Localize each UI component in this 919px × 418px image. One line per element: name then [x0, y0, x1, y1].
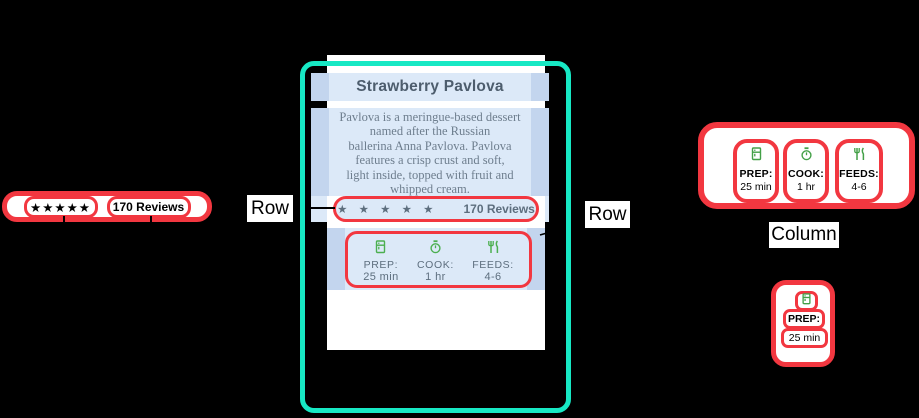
column-label: Column	[771, 224, 837, 245]
description-line: Pavlova is a meringue-based dessert	[339, 110, 521, 124]
timer-icon	[800, 147, 813, 166]
description-line: features a crisp crust and soft,	[355, 153, 505, 168]
info-value: 1 hr	[425, 271, 446, 283]
kitchen-icon	[801, 292, 812, 310]
label-detail-box: PREP:	[783, 309, 825, 329]
row-callout-right: Row	[585, 201, 630, 228]
info-value: 4-6	[851, 181, 867, 193]
reviews-count: 170 Reviews	[463, 202, 535, 216]
kitchen-icon	[750, 147, 763, 166]
card-title-bar: Strawberry Pavlova	[311, 73, 549, 101]
info-value: 4-6	[484, 271, 502, 283]
ratings-row-detail: ★★★★★ 170 Reviews	[2, 191, 212, 222]
description-line: ballerina Anna Pavlova. Pavlova	[348, 138, 512, 153]
value-detail-box: 25 min	[781, 328, 828, 348]
info-row-highlight: PREP: 25 min COOK: 1 hr FEEDS: 4-6	[345, 231, 532, 288]
column-callout: Column	[769, 222, 839, 248]
column-detail-cook: COOK: 1 hr	[783, 139, 829, 203]
info-label: FEEDS:	[839, 167, 879, 180]
info-label: COOK:	[417, 259, 454, 271]
restaurant-icon	[853, 147, 866, 166]
connector-line	[826, 335, 858, 337]
connector-tick	[150, 216, 152, 228]
description-line: light inside, topped with fruit and	[346, 167, 514, 182]
info-value: 1 hr	[796, 181, 816, 193]
info-column-prep: PREP: 25 min	[363, 238, 398, 283]
info-value: 25 min	[740, 181, 772, 193]
reviews-count-detail: 170 Reviews	[106, 195, 191, 218]
connector-line	[823, 316, 858, 318]
card-description: Pavlova is a meringue-based dessert name…	[311, 108, 549, 196]
column-highlight-frame	[300, 61, 571, 413]
info-label: PREP:	[739, 167, 773, 180]
column-item-detail: PREP: 25 min	[771, 280, 835, 367]
info-row-detail: PREP: 25 min COOK: 1 hr FEEDS: 4-6	[698, 122, 915, 209]
restaurant-icon	[487, 240, 500, 259]
connector-tick	[63, 216, 65, 228]
row-callout-left: Row	[247, 195, 293, 222]
info-column-feeds: FEEDS: 4-6	[472, 238, 514, 283]
info-label: FEEDS:	[472, 259, 514, 271]
description-line: whipped cream.	[390, 182, 470, 197]
info-value: 25 min	[363, 271, 399, 283]
kitchen-icon	[374, 240, 387, 259]
row-label: Row	[250, 197, 289, 219]
connector-line	[816, 297, 858, 299]
row-label: Row	[588, 203, 627, 225]
ratings-row-highlight: ★ ★ ★ ★ ★ 170 Reviews	[333, 196, 539, 222]
timer-icon	[429, 240, 442, 259]
info-label: PREP:	[363, 259, 399, 271]
column-detail-prep: PREP: 25 min	[733, 139, 779, 203]
star-rating-detail: ★★★★★	[23, 195, 98, 218]
info-label: COOK:	[788, 167, 824, 180]
star-rating: ★ ★ ★ ★ ★	[337, 204, 438, 216]
description-line: named after the Russian	[369, 124, 491, 139]
connector-line	[293, 207, 335, 209]
icon-detail-box	[795, 291, 818, 311]
info-column-cook: COOK: 1 hr	[417, 238, 454, 283]
column-detail-feeds: FEEDS: 4-6	[835, 139, 883, 203]
card-title: Strawberry Pavlova	[356, 78, 504, 95]
